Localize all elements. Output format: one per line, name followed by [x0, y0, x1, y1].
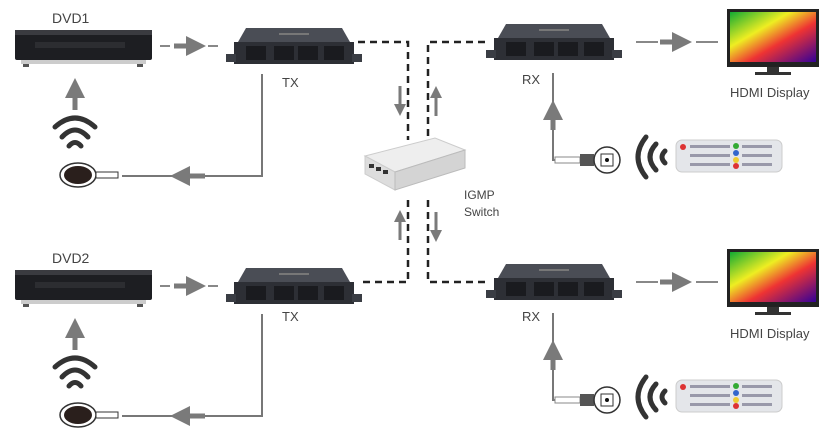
ir-receiver: [554, 146, 621, 174]
display-label: HDMI Display: [730, 85, 810, 100]
tx-label: TX: [282, 75, 299, 90]
display-label: HDMI Display: [730, 326, 810, 341]
tx-device: [226, 28, 362, 64]
source-label: DVD2: [52, 250, 90, 266]
tx-label: TX: [282, 309, 299, 324]
source-label: DVD1: [52, 10, 90, 26]
remote-control: [675, 139, 783, 173]
igmp-switch: [363, 137, 467, 191]
switch-label-1: IGMP: [464, 188, 495, 202]
ir-wave-icon: [638, 137, 665, 177]
network-links: [358, 40, 488, 284]
switch-label-2: Switch: [464, 205, 500, 219]
hdmi-display: [727, 9, 819, 75]
channel-2: [15, 249, 819, 427]
ir-wave-icon: [55, 118, 95, 146]
traffic-arrows: [394, 86, 442, 242]
rx-device: [486, 24, 622, 60]
channel-1: [15, 9, 819, 188]
rx-label: RX: [522, 72, 541, 87]
ir-emitter: [59, 162, 119, 188]
dvd-player: [15, 30, 152, 67]
rx-label: RX: [522, 309, 541, 324]
